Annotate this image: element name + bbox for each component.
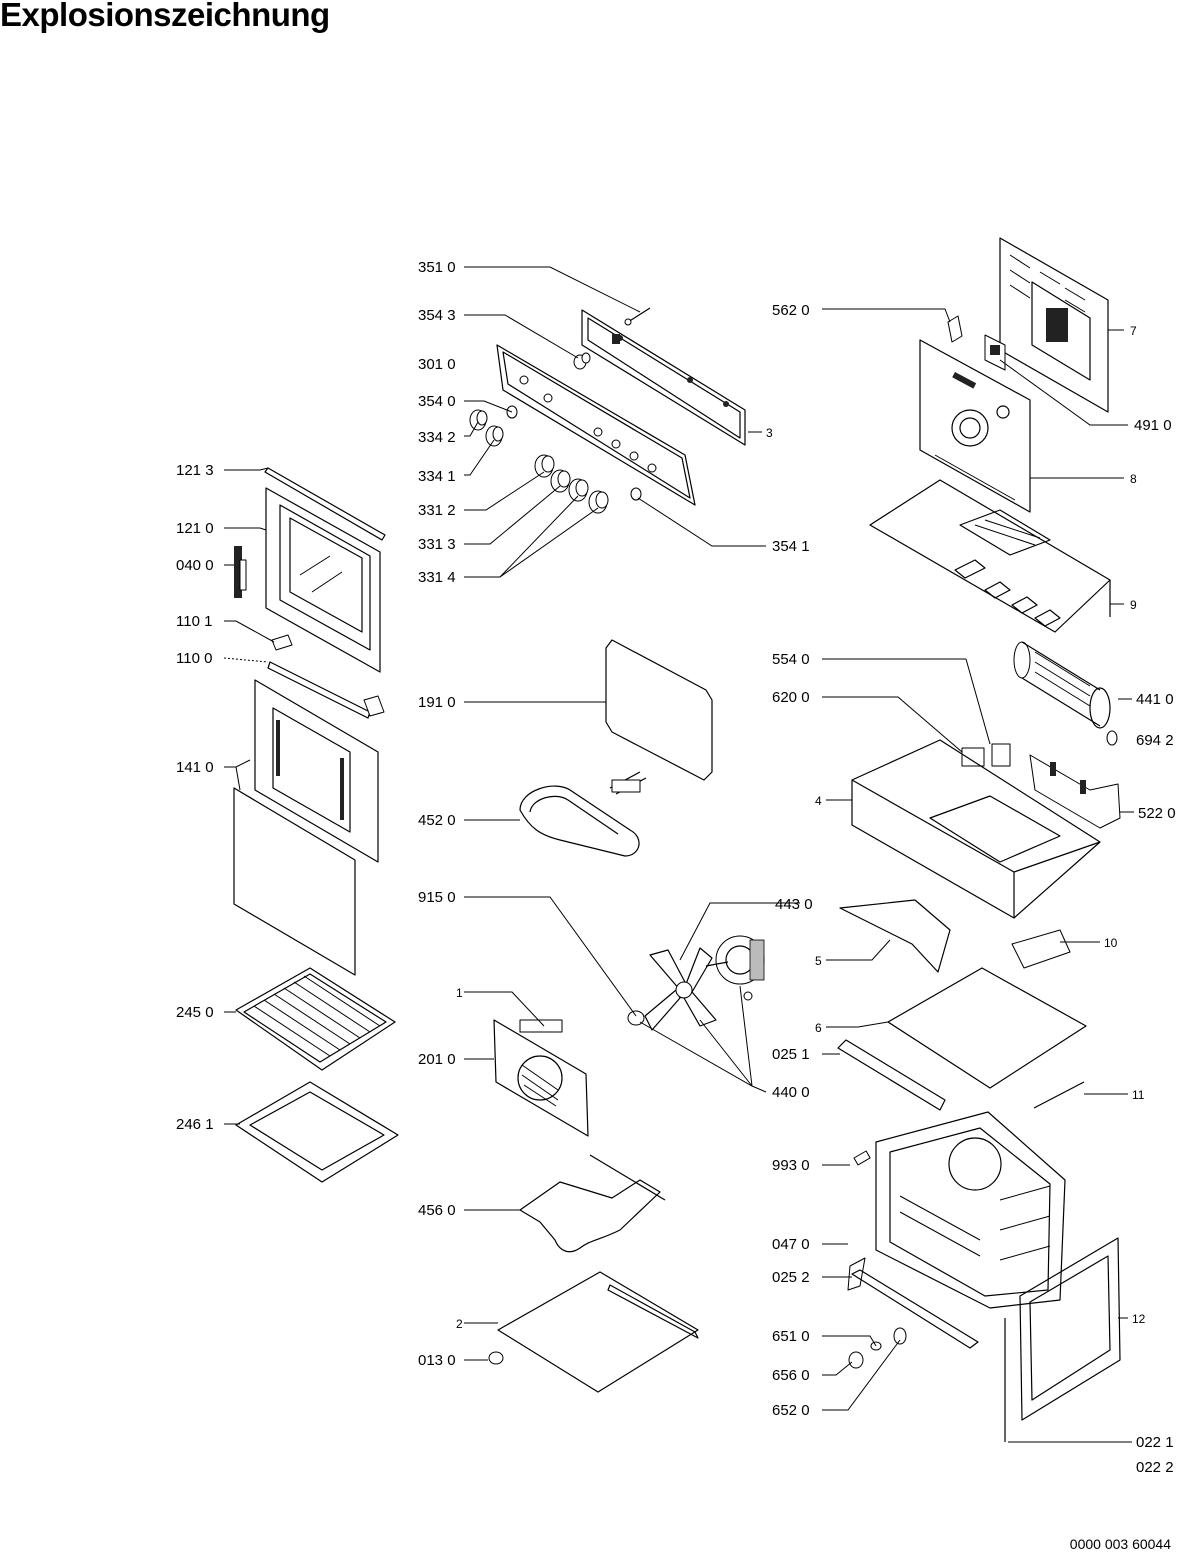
knob-parts	[469, 405, 642, 514]
door-outer-glass	[233, 787, 356, 976]
callout-354-1: 354 1	[772, 538, 810, 555]
clip-part	[947, 315, 963, 343]
callout-331-4: 331 4	[418, 569, 456, 586]
callout-301-0: 301 0	[418, 356, 456, 373]
callout-652-0: 652 0	[772, 1402, 810, 1419]
callout-8: 8	[1130, 472, 1137, 486]
callout-191-0: 191 0	[418, 694, 456, 711]
callout-013-0: 013 0	[418, 1352, 456, 1369]
door-frame	[265, 487, 381, 673]
callout-1: 1	[456, 986, 463, 1000]
callout-562-0: 562 0	[772, 302, 810, 319]
callout-554-0: 554 0	[772, 651, 810, 668]
callout-456-0: 456 0	[418, 1202, 456, 1219]
callout-110-1: 110 1	[176, 613, 212, 630]
callout-441-0: 441 0	[1136, 691, 1174, 708]
callout-022-1: 022 1	[1136, 1434, 1174, 1451]
callout-351-0: 351 0	[418, 259, 456, 276]
callout-915-0: 915 0	[418, 889, 456, 906]
callout-694-2: 694 2	[1136, 732, 1174, 749]
rear-fan-cover	[493, 1019, 589, 1137]
callout-6: 6	[815, 1021, 822, 1035]
tangential-fan	[1013, 641, 1118, 746]
top-heating-element	[519, 771, 647, 857]
callout-334-2: 334 2	[418, 429, 456, 446]
callout-443-0: 443 0	[775, 896, 813, 913]
side-panel	[1004, 1237, 1121, 1442]
fan-motor	[705, 935, 765, 1001]
callout-047-0: 047 0	[772, 1236, 810, 1253]
control-panel-bracket	[581, 309, 746, 446]
baking-tray	[235, 1081, 399, 1183]
bottom-plate	[887, 967, 1087, 1089]
callout-labels: 351 0 354 3 301 0 354 0 334 2 334 1 331 …	[176, 259, 1176, 1476]
callout-2: 2	[456, 1317, 463, 1331]
oven-rack	[235, 967, 396, 1071]
callout-354-0: 354 0	[418, 393, 456, 410]
door-handle	[267, 634, 385, 719]
callout-354-3: 354 3	[418, 307, 456, 324]
callout-10: 10	[1104, 936, 1118, 950]
spacer-part	[573, 352, 591, 370]
control-panel-front	[496, 344, 696, 506]
callout-245-0: 245 0	[176, 1004, 214, 1021]
callout-11: 11	[1132, 1088, 1145, 1102]
side-bracket-right	[1011, 929, 1071, 969]
door-lock-parts	[848, 1327, 907, 1369]
callout-022-2: 022 2	[1136, 1459, 1174, 1476]
door-seal	[605, 639, 713, 781]
callout-4: 4	[815, 794, 822, 808]
callout-440-0: 440 0	[772, 1084, 810, 1101]
callout-656-0: 656 0	[772, 1367, 810, 1384]
rod-part	[1033, 1081, 1085, 1109]
callout-246-1: 246 1	[176, 1116, 214, 1133]
page-title: Explosionszeichnung	[0, 0, 330, 33]
oven-cavity	[847, 1111, 1066, 1309]
callout-331-3: 331 3	[418, 536, 456, 553]
rear-cover-panel	[999, 237, 1109, 413]
callout-620-0: 620 0	[772, 689, 810, 706]
callout-331-2: 331 2	[418, 502, 456, 519]
callout-651-0: 651 0	[772, 1328, 810, 1345]
door-trim-strip	[264, 467, 386, 541]
oven-floor-plate	[488, 1271, 699, 1393]
callout-3: 3	[766, 426, 773, 440]
bottom-heating-element	[519, 1154, 666, 1253]
callout-025-1: 025 1	[772, 1046, 810, 1063]
callout-334-1: 334 1	[418, 468, 456, 485]
front-rail-lower	[851, 1269, 979, 1349]
callout-491-0: 491 0	[1134, 417, 1172, 434]
side-rail	[837, 1039, 946, 1111]
callout-121-0: 121 0	[176, 520, 214, 537]
pin-part	[624, 307, 651, 326]
callout-9: 9	[1130, 598, 1137, 612]
callout-993-0: 993 0	[772, 1157, 810, 1174]
callout-452-0: 452 0	[418, 812, 456, 829]
callout-121-3: 121 3	[176, 462, 214, 479]
side-bracket-left	[839, 899, 951, 973]
callout-025-2: 025 2	[772, 1269, 810, 1286]
callout-522-0: 522 0	[1138, 805, 1176, 822]
callout-5: 5	[815, 954, 822, 968]
callout-12: 12	[1132, 1312, 1146, 1326]
back-wall-panel	[919, 339, 1031, 513]
callout-110-0: 110 0	[176, 650, 212, 667]
callout-141-0: 141 0	[176, 759, 214, 776]
leader-lines	[223, 266, 1134, 1443]
fan-blade	[627, 947, 717, 1031]
door-inner-glass	[254, 679, 379, 863]
outer-casing-frame	[851, 739, 1101, 919]
top-plate	[869, 479, 1111, 633]
switch-parts	[961, 743, 1121, 829]
door-hinge-part	[234, 546, 247, 598]
thermostat-part	[984, 334, 1006, 371]
document-number: 0000 003 60044	[1069, 1536, 1171, 1552]
callout-040-0: 040 0	[176, 557, 214, 574]
callout-7: 7	[1130, 324, 1137, 338]
callout-201-0: 201 0	[418, 1051, 456, 1068]
